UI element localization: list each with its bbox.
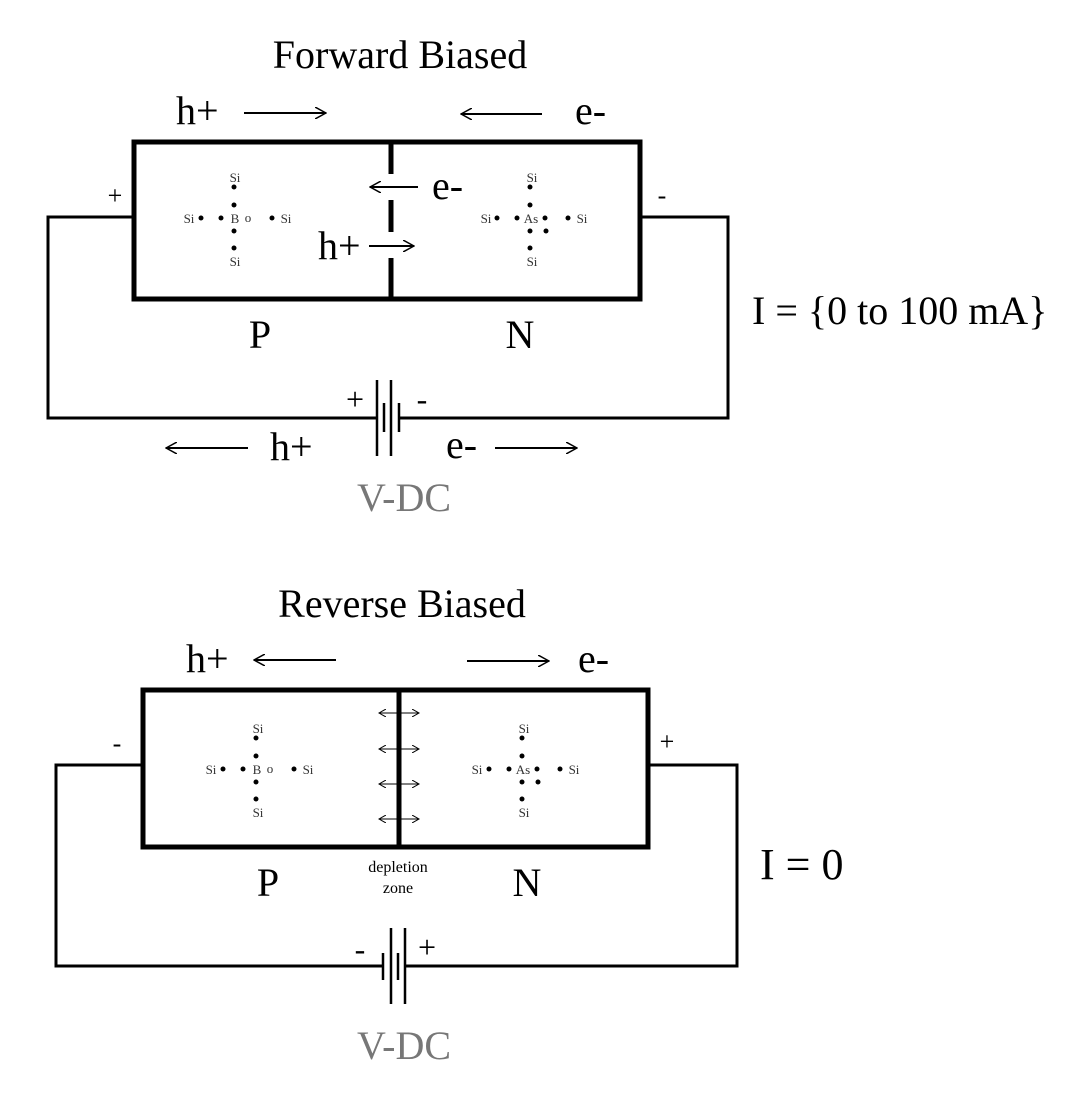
forward-bottom-hole-label: h+ — [270, 424, 313, 469]
forward-n-label: N — [506, 312, 535, 357]
svg-text:Si: Si — [527, 254, 538, 269]
forward-top-electron-label: e- — [575, 88, 606, 133]
arsenic-atom: As — [524, 211, 538, 226]
electron-dot-icon — [519, 779, 525, 785]
reverse-battery-icon — [340, 928, 445, 1004]
svg-text:Si: Si — [184, 211, 195, 226]
forward-title: Forward Biased — [273, 32, 527, 77]
electron-dot-icon — [218, 215, 224, 221]
forward-right-wire — [400, 215, 730, 420]
reverse-top-hole-label: h+ — [186, 636, 229, 681]
reverse-boron-lattice: Si Si Si Si B o — [206, 721, 314, 820]
reverse-battery-positive: + — [418, 929, 436, 965]
electron-dot-icon — [269, 215, 275, 221]
forward-arsenic-lattice: Si Si Si Si As — [481, 170, 588, 269]
reverse-top-electron-label: e- — [578, 636, 609, 681]
svg-text:Si: Si — [303, 762, 314, 777]
reverse-title: Reverse Biased — [278, 581, 526, 626]
forward-left-wire — [46, 215, 376, 420]
reverse-left-terminal-sign: - — [113, 729, 122, 758]
electron-dot-icon — [220, 766, 226, 772]
boron-atom: B — [253, 762, 262, 777]
electron-dot-icon — [543, 228, 549, 234]
electron-dot-icon — [542, 215, 548, 221]
reverse-arsenic-lattice: Si Si Si Si As — [472, 721, 580, 820]
electron-dot-icon — [519, 735, 525, 741]
electron-dot-icon — [253, 796, 259, 802]
reverse-left-wire — [54, 763, 384, 968]
forward-bottom-electron-label: e- — [446, 422, 477, 467]
electron-dot-icon — [565, 215, 571, 221]
svg-text:Si: Si — [206, 762, 217, 777]
svg-text:Si: Si — [253, 721, 264, 736]
svg-text:Si: Si — [519, 721, 530, 736]
electron-dot-icon — [527, 245, 533, 251]
electron-dot-icon — [527, 202, 533, 208]
forward-boron-lattice: Si Si Si Si B o — [184, 170, 292, 269]
depletion-field-arrows — [379, 713, 419, 819]
electron-dot-icon — [198, 215, 204, 221]
reverse-current-label: I = 0 — [760, 840, 843, 889]
electron-dot-icon — [506, 766, 512, 772]
reverse-right-terminal-sign: + — [660, 727, 675, 756]
electron-dot-icon — [253, 779, 259, 785]
svg-text:Si: Si — [519, 805, 530, 820]
forward-source-label: V-DC — [357, 475, 451, 520]
electron-dot-icon — [527, 228, 533, 234]
reverse-battery-negative: - — [355, 931, 366, 967]
reverse-source-label: V-DC — [357, 1023, 451, 1068]
svg-text:Si: Si — [230, 170, 241, 185]
svg-text:Si: Si — [281, 211, 292, 226]
svg-text:Si: Si — [472, 762, 483, 777]
forward-left-terminal-sign: + — [108, 181, 123, 210]
forward-diode-body — [131, 139, 643, 302]
reverse-p-label: P — [257, 860, 279, 905]
forward-junction-electron-label: e- — [432, 163, 463, 208]
reverse-n-label: N — [513, 860, 542, 905]
electron-dot-icon — [519, 753, 525, 759]
reverse-diode-body — [140, 687, 651, 850]
forward-current-label: I = {0 to 100 mA} — [752, 288, 1047, 333]
svg-text:Si: Si — [569, 762, 580, 777]
depletion-zone-label-line2: zone — [383, 880, 413, 897]
electron-dot-icon — [534, 766, 540, 772]
arsenic-atom: As — [516, 762, 530, 777]
reverse-biased-diagram: Reverse Biased h+ e- Si Si Si Si B o Si — [54, 581, 843, 1068]
forward-battery-icon — [340, 380, 440, 456]
forward-battery-negative: - — [417, 381, 428, 417]
hole-symbol: o — [245, 210, 252, 225]
forward-p-label: P — [249, 312, 271, 357]
electron-dot-icon — [514, 215, 520, 221]
forward-biased-diagram: Forward Biased h+ e- e- h+ Si Si Si Si B… — [46, 32, 1047, 520]
electron-dot-icon — [253, 735, 259, 741]
electron-dot-icon — [253, 753, 259, 759]
electron-dot-icon — [557, 766, 563, 772]
electron-dot-icon — [231, 184, 237, 190]
forward-top-hole-label: h+ — [176, 88, 219, 133]
reverse-right-wire — [405, 763, 739, 968]
forward-battery-positive: + — [346, 381, 364, 417]
electron-dot-icon — [527, 184, 533, 190]
electron-dot-icon — [240, 766, 246, 772]
svg-text:Si: Si — [253, 805, 264, 820]
electron-dot-icon — [494, 215, 500, 221]
svg-text:Si: Si — [481, 211, 492, 226]
forward-junction-hole-label: h+ — [318, 223, 361, 268]
electron-dot-icon — [291, 766, 297, 772]
electron-dot-icon — [231, 202, 237, 208]
electron-dot-icon — [519, 796, 525, 802]
forward-right-terminal-sign: - — [658, 181, 667, 210]
depletion-zone-label-line1: depletion — [368, 859, 428, 876]
svg-text:Si: Si — [230, 254, 241, 269]
svg-text:Si: Si — [577, 211, 588, 226]
electron-dot-icon — [486, 766, 492, 772]
hole-symbol: o — [267, 761, 274, 776]
electron-dot-icon — [535, 779, 541, 785]
svg-text:Si: Si — [527, 170, 538, 185]
boron-atom: B — [231, 211, 240, 226]
electron-dot-icon — [231, 228, 237, 234]
electron-dot-icon — [231, 245, 237, 251]
